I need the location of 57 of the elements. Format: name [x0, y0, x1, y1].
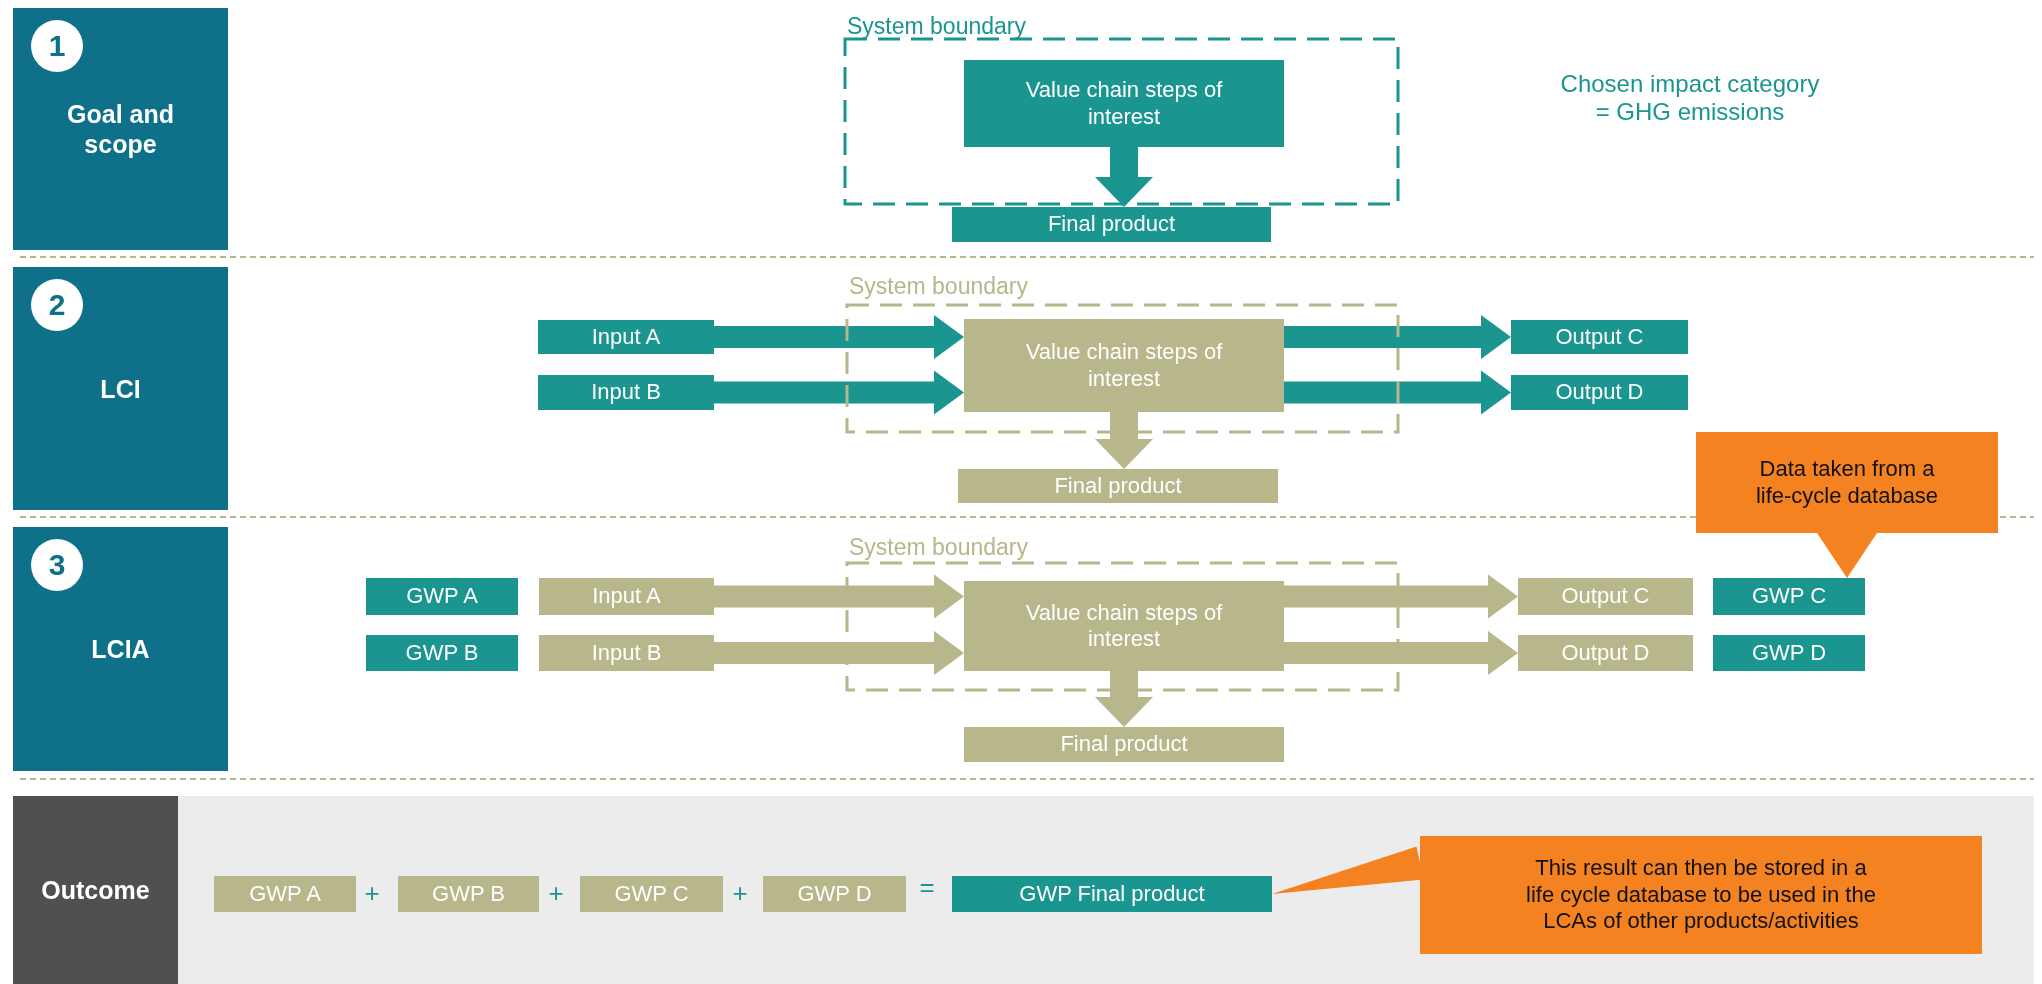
- gwp-box: GWP B: [398, 876, 539, 912]
- callout-pointer: [1817, 533, 1877, 578]
- product-box: Final product: [952, 207, 1271, 242]
- block-arrow: [714, 574, 964, 619]
- block-arrow: [714, 370, 964, 415]
- process-box: Value chain steps of interest: [964, 581, 1284, 671]
- gwp-box: GWP A: [366, 578, 518, 615]
- system-boundary: [843, 13, 1400, 206]
- gwp-box: GWP D: [763, 876, 906, 912]
- input-box: Input B: [539, 635, 714, 671]
- process-box: Value chain steps of interest: [964, 319, 1284, 412]
- result-box: GWP Final product: [952, 876, 1272, 912]
- block-arrow: [714, 315, 964, 359]
- block-arrow: [1095, 147, 1153, 207]
- callout-box: This result can then be stored in a life cycle database to be used in the LCAs of other products/activities: [1420, 836, 1982, 954]
- boundary-label: System boundary: [847, 13, 1026, 41]
- process-box: Value chain steps of interest: [964, 60, 1284, 147]
- gwp-box: GWP C: [580, 876, 723, 912]
- step-panel: [13, 8, 228, 250]
- step-number: 1: [31, 20, 83, 72]
- system-boundary: [845, 534, 1400, 692]
- block-arrow: [1284, 574, 1518, 619]
- system-boundary: [845, 273, 1400, 434]
- block-arrow: [1284, 370, 1511, 415]
- operator-sign: +: [547, 878, 565, 909]
- gwp-box: GWP C: [1713, 578, 1865, 615]
- input-box: Input A: [539, 578, 714, 615]
- step-panel: [13, 267, 228, 510]
- product-box: Final product: [958, 469, 1278, 503]
- step-title: LCIA: [90, 634, 151, 664]
- gwp-box: GWP D: [1713, 635, 1865, 671]
- boundary-label: System boundary: [849, 273, 1028, 301]
- step-panel: Outcome: [13, 796, 178, 984]
- impact-category-note: Chosen impact category = GHG emissions: [1559, 70, 1821, 126]
- block-arrow: [1284, 631, 1518, 675]
- step-number: 3: [31, 539, 83, 591]
- gwp-box: GWP A: [214, 876, 356, 912]
- step-number: 2: [31, 279, 83, 331]
- input-box: Input A: [538, 320, 714, 354]
- step-title: Goal and scope: [66, 99, 175, 159]
- output-box: Output C: [1518, 578, 1693, 615]
- block-arrow: [1095, 671, 1153, 727]
- block-arrow: [714, 631, 964, 675]
- output-box: Output C: [1511, 320, 1688, 354]
- operator-sign: =: [918, 872, 936, 903]
- step-title: LCI: [99, 373, 142, 404]
- operator-sign: +: [363, 878, 381, 909]
- gwp-box: GWP B: [366, 635, 518, 671]
- output-box: Output D: [1518, 635, 1693, 671]
- block-arrow: [1095, 412, 1153, 469]
- boundary-label: System boundary: [849, 534, 1028, 562]
- operator-sign: +: [731, 878, 749, 909]
- output-box: Output D: [1511, 375, 1688, 410]
- step-panel: [13, 527, 228, 771]
- block-arrow: [1284, 315, 1511, 359]
- product-box: Final product: [964, 727, 1284, 762]
- input-box: Input B: [538, 375, 714, 410]
